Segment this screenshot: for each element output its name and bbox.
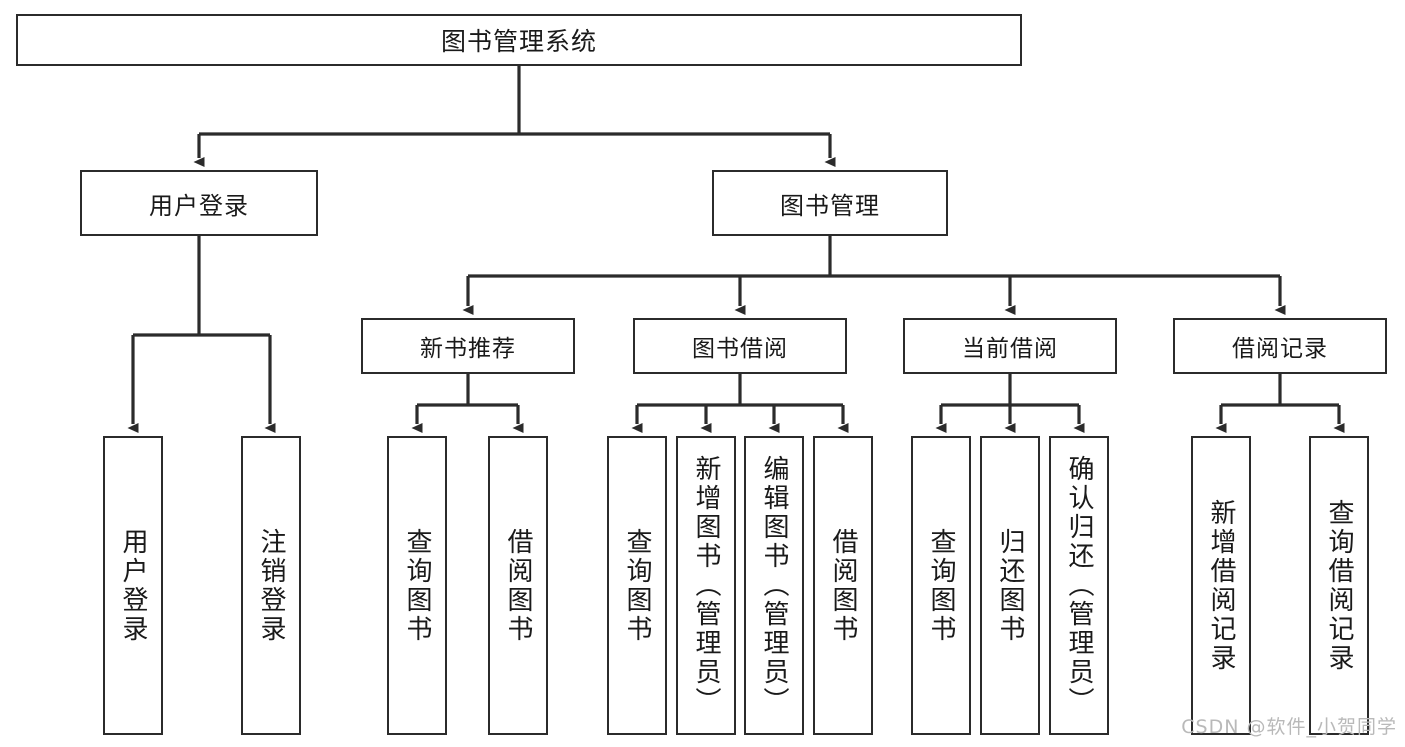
leaf-user-login[interactable]: 用户登录 [103,436,163,735]
node-book-management[interactable]: 图书管理 [712,170,948,236]
node-current-borrow[interactable]: 当前借阅 [903,318,1117,374]
node-new-book-recommend-label: 新书推荐 [420,336,516,362]
node-book-borrow-label: 图书借阅 [692,336,788,362]
leaf-add-borrow-record[interactable]: 新增借阅记录 [1191,436,1251,735]
node-borrow-record-label: 借阅记录 [1232,336,1328,362]
leaf-user-login-label: 用户登录 [118,527,148,644]
leaf-add-book-admin-label: 新增图书（管理员） [691,455,721,716]
leaf-query-book-current[interactable]: 查询图书 [911,436,971,735]
leaf-logout[interactable]: 注销登录 [241,436,301,735]
leaf-borrow-book-label: 借阅图书 [828,527,858,644]
leaf-query-book-borrow[interactable]: 查询图书 [607,436,667,735]
leaf-edit-book-admin-label: 编辑图书（管理员） [759,455,789,716]
leaf-query-borrow-record-label: 查询借阅记录 [1324,498,1354,673]
leaf-query-book-current-label: 查询图书 [926,527,956,644]
watermark-text: CSDN @软件_小贺同学 [1181,716,1397,738]
node-user-login-label: 用户登录 [149,191,249,220]
leaf-query-book-recommend-label: 查询图书 [402,527,432,644]
leaf-add-book-admin[interactable]: 新增图书（管理员） [676,436,736,735]
node-root-library-management-system[interactable]: 图书管理系统 [16,14,1022,66]
leaf-add-borrow-record-label: 新增借阅记录 [1206,498,1236,673]
node-root-label: 图书管理系统 [440,27,597,56]
leaf-query-borrow-record[interactable]: 查询借阅记录 [1309,436,1369,735]
leaf-query-book-borrow-label: 查询图书 [622,527,652,644]
node-current-borrow-label: 当前借阅 [962,336,1058,362]
leaf-logout-label: 注销登录 [256,527,286,644]
node-new-book-recommend[interactable]: 新书推荐 [361,318,575,374]
leaf-return-book-label: 归还图书 [995,527,1025,644]
node-book-management-label: 图书管理 [780,191,880,220]
node-book-borrow[interactable]: 图书借阅 [633,318,847,374]
leaf-query-book-recommend[interactable]: 查询图书 [387,436,447,735]
leaf-return-book[interactable]: 归还图书 [980,436,1040,735]
leaf-confirm-return-admin-label: 确认归还（管理员） [1064,455,1094,716]
node-borrow-record[interactable]: 借阅记录 [1173,318,1387,374]
leaf-borrow-book-recommend[interactable]: 借阅图书 [488,436,548,735]
node-user-login[interactable]: 用户登录 [80,170,318,236]
leaf-borrow-book[interactable]: 借阅图书 [813,436,873,735]
leaf-borrow-book-recommend-label: 借阅图书 [503,527,533,644]
leaf-edit-book-admin[interactable]: 编辑图书（管理员） [744,436,804,735]
leaf-confirm-return-admin[interactable]: 确认归还（管理员） [1049,436,1109,735]
